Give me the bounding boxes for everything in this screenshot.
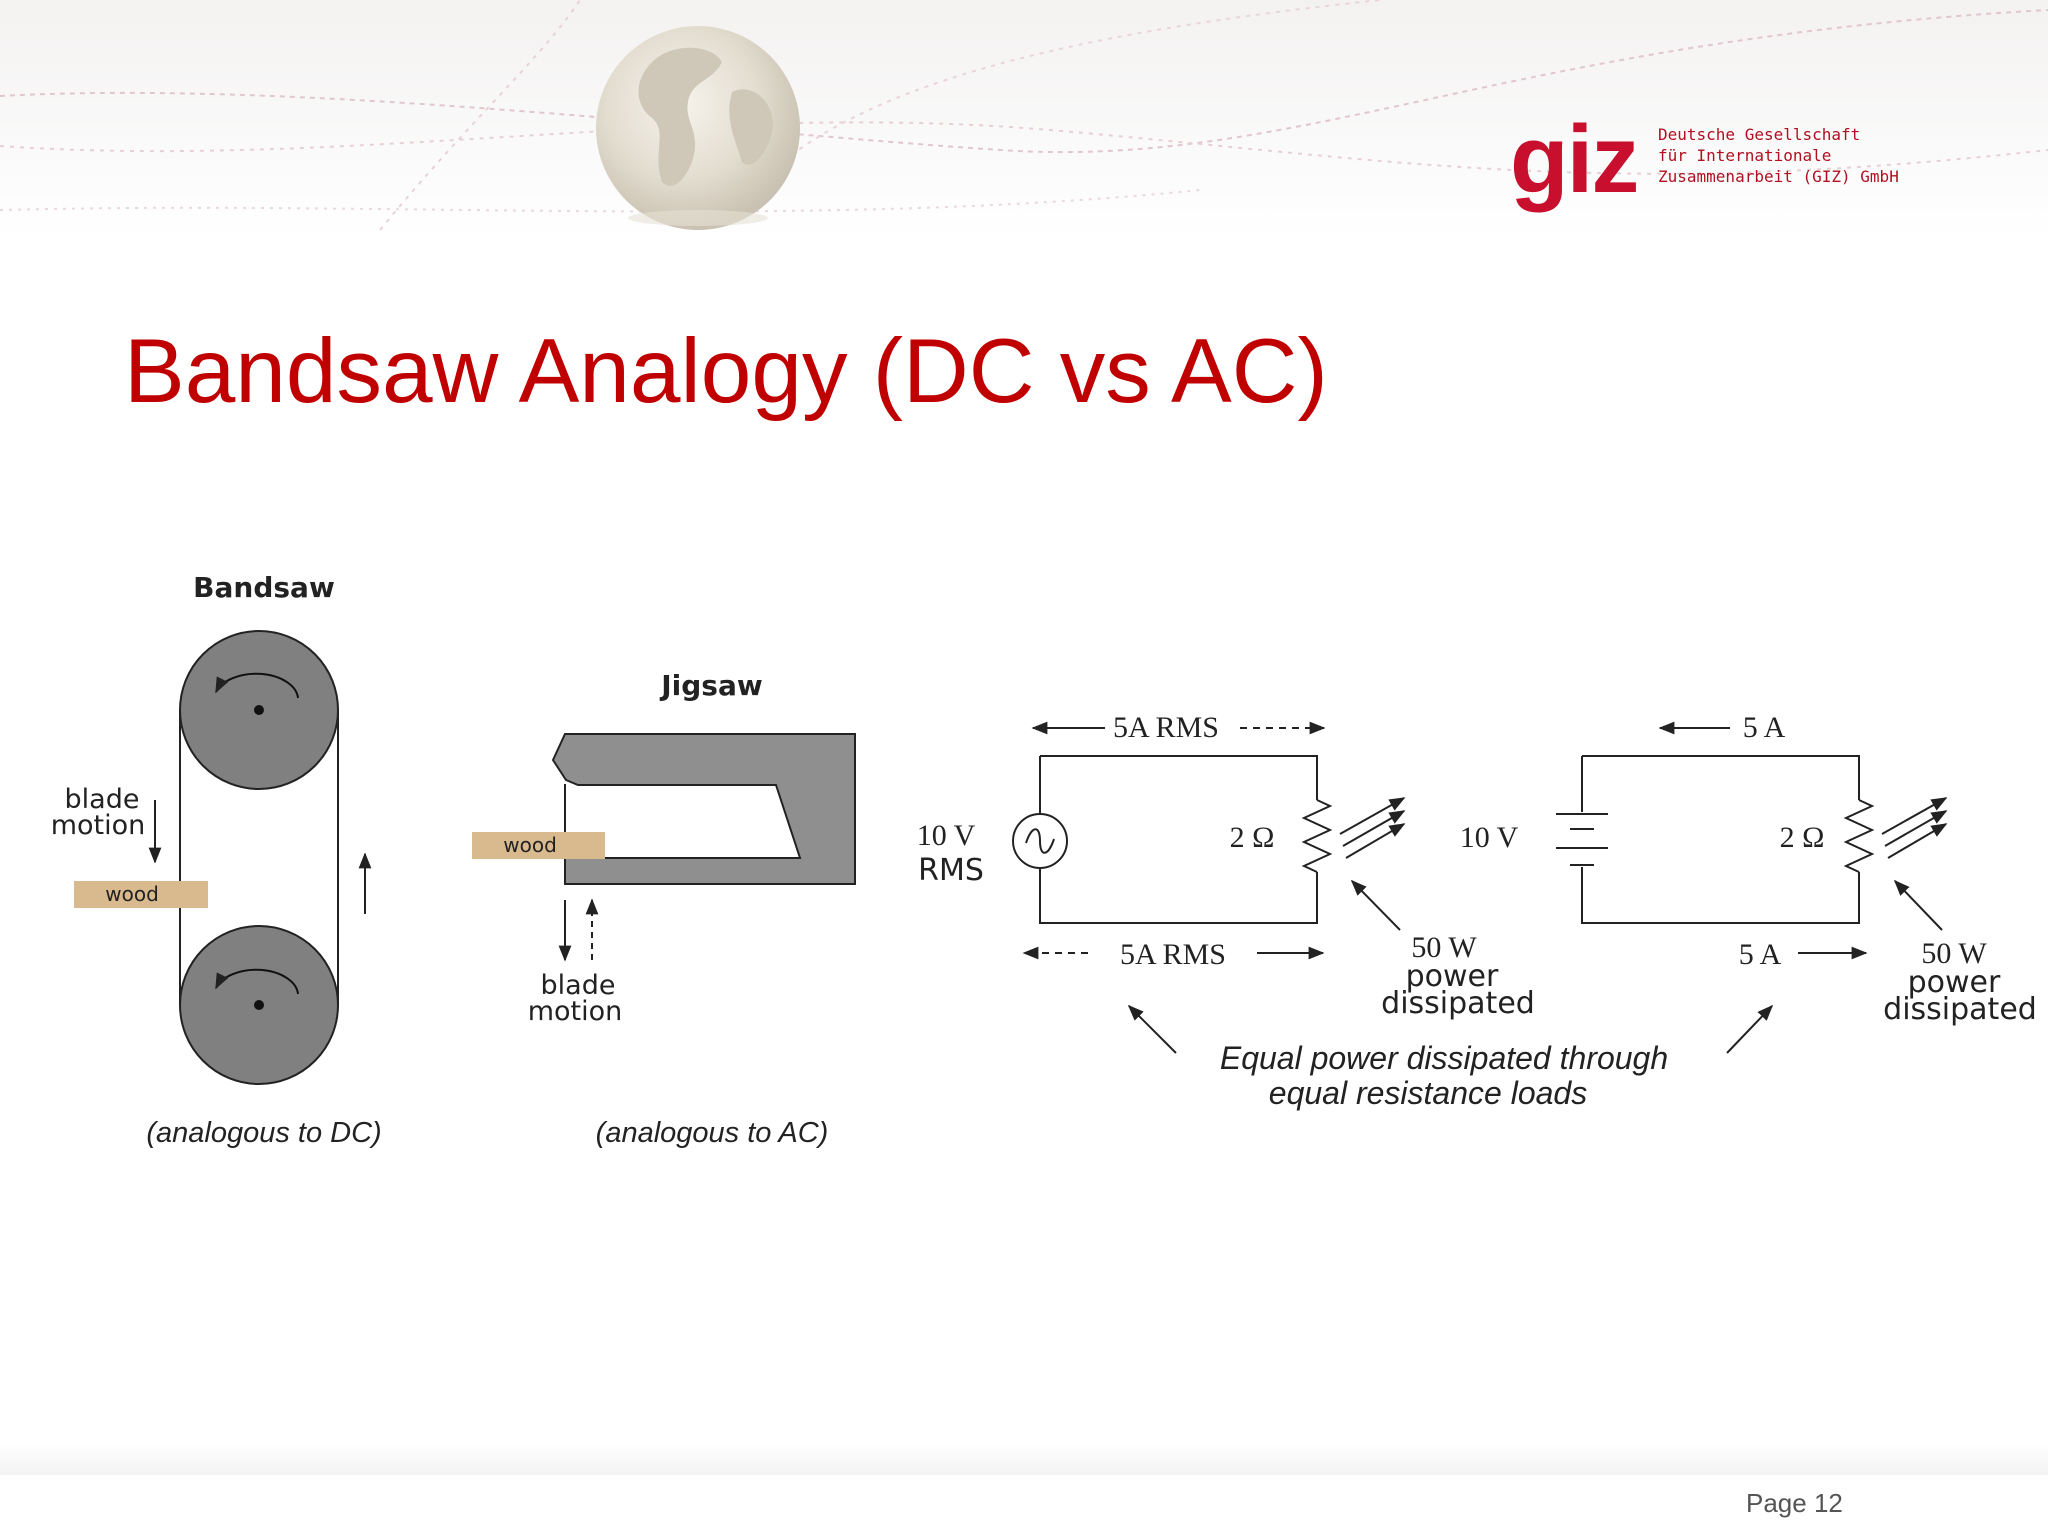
ac-bottom-current: 5A RMS xyxy=(1120,938,1226,971)
jigsaw-title: Jigsaw xyxy=(659,669,763,702)
dc-power-pointer-arrow xyxy=(1893,879,1943,931)
note-line-1: Equal power dissipated through xyxy=(1220,1040,1668,1076)
ac-circuit-wire xyxy=(1039,755,1318,924)
logo-line-3: Zusammenarbeit (GIZ) GmbH xyxy=(1658,167,1899,186)
dc-resistance: 2 Ω xyxy=(1780,821,1825,854)
bandsaw-motion-label-2: motion xyxy=(51,810,146,841)
jigsaw-body xyxy=(551,733,856,885)
sine-wave-icon xyxy=(1025,828,1055,854)
top-wheel-rotation-arrow xyxy=(215,672,299,699)
bandsaw-title: Bandsaw xyxy=(193,571,335,604)
bottom-wheel-axle xyxy=(254,1000,264,1010)
bandsaw-diagram: Bandsaw wood blade motion (analogous to … xyxy=(51,571,382,1149)
bottom-wheel-rotation-arrow xyxy=(215,968,299,995)
dc-source-voltage: 10 V xyxy=(1460,821,1519,854)
dc-power-1: 50 W xyxy=(1921,937,1987,970)
dc-heat-arrows xyxy=(1881,797,1948,859)
logo-line-2: für Internationale xyxy=(1658,146,1832,165)
page-number: Page 12 xyxy=(1746,1488,1843,1518)
battery-icon xyxy=(1556,813,1608,866)
bandsaw-wood-block xyxy=(74,881,208,908)
page-title: Bandsaw Analogy (DC vs AC) xyxy=(124,321,1328,422)
decorative-swoosh-lines xyxy=(0,0,2048,231)
ac-power-pointer-arrow xyxy=(1350,879,1401,931)
note-arrow-left xyxy=(1127,1004,1177,1054)
dc-bottom-current: 5 A xyxy=(1739,938,1782,971)
logo-line-1: Deutsche Gesellschaft xyxy=(1658,125,1861,144)
globe-image xyxy=(596,26,800,230)
ac-power-3: dissipated xyxy=(1381,986,1535,1021)
dc-power-3: dissipated xyxy=(1883,992,2037,1027)
ac-source-voltage: 10 V xyxy=(917,819,976,852)
ac-power-1: 50 W xyxy=(1411,931,1477,964)
top-wheel-axle xyxy=(254,705,264,715)
giz-logo: giz Deutsche Gesellschaft für Internatio… xyxy=(1510,112,1930,222)
comparison-note: Equal power dissipated through equal res… xyxy=(1127,1004,1774,1111)
jigsaw-diagram: Jigsaw wood blade motion (analogous to A… xyxy=(472,669,856,1149)
bandsaw-motion-label-1: blade xyxy=(65,784,140,815)
dc-resistor-symbol xyxy=(1843,799,1875,873)
giz-logo-mark: giz xyxy=(1510,106,1639,213)
giz-logo-text: Deutsche Gesellschaft für Internationale… xyxy=(1658,124,1899,187)
ac-resistor-symbol xyxy=(1301,799,1333,873)
jigsaw-wood-label: wood xyxy=(503,833,557,857)
header-band xyxy=(0,0,2048,240)
note-arrow-right xyxy=(1726,1004,1774,1054)
ac-power-2: power xyxy=(1406,959,1499,994)
ac-heat-arrows xyxy=(1339,797,1406,859)
ac-circuit: 5A RMS 5A RMS 10 V RMS 2 Ω 50 W power di… xyxy=(917,711,1535,1021)
dc-top-current: 5 A xyxy=(1743,711,1786,744)
footer-band xyxy=(0,1445,2048,1475)
bandsaw-caption: (analogous to DC) xyxy=(146,1117,381,1149)
jigsaw-wood-block xyxy=(472,832,605,859)
dc-circuit: 5 A 5 A 10 V 2 Ω 50 W power dissipated xyxy=(1460,711,2037,1027)
jigsaw-motion-label-2: motion xyxy=(528,996,623,1027)
bandsaw-wood-label: wood xyxy=(105,882,159,906)
ac-source-unit: RMS xyxy=(918,853,984,888)
ac-top-current: 5A RMS xyxy=(1113,711,1219,744)
dc-circuit-wire xyxy=(1581,755,1860,924)
jigsaw-motion-label-1: blade xyxy=(541,970,616,1001)
note-line-2: equal resistance loads xyxy=(1269,1075,1587,1111)
dc-power-2: power xyxy=(1908,965,2001,1000)
ac-resistance: 2 Ω xyxy=(1230,821,1275,854)
jigsaw-caption: (analogous to AC) xyxy=(596,1117,829,1149)
